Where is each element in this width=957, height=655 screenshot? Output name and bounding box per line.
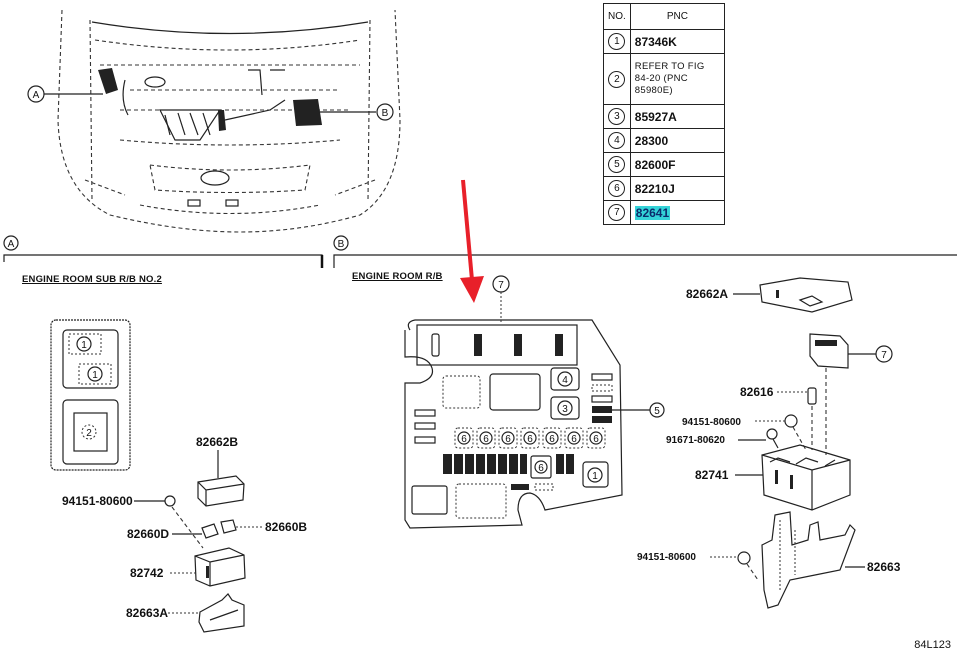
label-82662b: 82662B: [196, 435, 238, 449]
part-82663a-bracket: [168, 593, 245, 633]
car-front-overview: [57, 9, 401, 233]
svg-text:2: 2: [86, 428, 92, 439]
svg-text:6: 6: [505, 434, 511, 445]
svg-text:B: B: [382, 108, 389, 119]
svg-text:6: 6: [549, 434, 555, 445]
row-pnc: 28300: [629, 128, 726, 153]
table-row-highlighted: 7 82641: [603, 200, 726, 225]
highlighted-pnc: 82641: [634, 205, 671, 220]
table-row: 2 REFER TO FIG 84-20 (PNC 85980E): [603, 53, 726, 105]
fuse-strip: [443, 454, 574, 474]
row-number: 1: [608, 33, 626, 50]
callout-b: B: [316, 103, 394, 121]
label-82660b: 82660B: [265, 520, 307, 534]
svg-text:A: A: [33, 90, 40, 101]
part-82616-fuse: [777, 387, 817, 450]
label-82616: 82616: [740, 385, 774, 399]
label-82663a: 82663A: [126, 606, 168, 620]
row-pnc: 85927A: [629, 104, 726, 129]
header-pnc: PNC: [629, 3, 726, 30]
table-row: 1 87346K: [603, 29, 726, 54]
part-91671-bolt: [738, 428, 779, 449]
row-number: 2: [608, 70, 626, 88]
table-row: 4 28300: [603, 128, 726, 153]
svg-text:6: 6: [461, 434, 467, 445]
row-number: 7: [608, 204, 626, 221]
table-row: 5 82600F: [603, 152, 726, 177]
row-number: 5: [608, 156, 626, 173]
svg-text:A: A: [8, 239, 15, 250]
row-number: 4: [608, 132, 626, 149]
label-82742: 82742: [130, 566, 164, 580]
svg-text:6: 6: [593, 434, 599, 445]
label-94151-80600-b2: 94151-80600: [637, 552, 696, 563]
callout-7-layout: 7: [492, 275, 510, 324]
row-pnc: 82600F: [629, 152, 726, 177]
part-82662b-relay-cover: [197, 450, 245, 507]
part-82663-bracket: [761, 511, 865, 609]
svg-text:6: 6: [571, 434, 577, 445]
svg-text:4: 4: [562, 375, 568, 386]
row-pnc: 87346K: [629, 29, 726, 54]
callout-5: 5: [612, 402, 665, 418]
svg-text:3: 3: [562, 404, 568, 415]
svg-text:1: 1: [81, 340, 87, 351]
label-82663: 82663: [867, 560, 901, 574]
table-row: 6 82210J: [603, 176, 726, 201]
part-94151-bolt-a: [134, 495, 204, 549]
part-82641-relay: [809, 333, 849, 455]
fuse-row-6: 6 6 6 6 6 6 6: [454, 427, 606, 449]
row-pnc: 82210J: [629, 176, 726, 201]
header-no: NO.: [603, 3, 631, 30]
label-82662a: 82662A: [686, 287, 728, 301]
svg-text:1: 1: [92, 370, 98, 381]
label-91671-80620: 91671-80620: [666, 435, 725, 446]
section-b-title: ENGINE ROOM R/B: [352, 271, 443, 282]
svg-text:B: B: [338, 239, 345, 250]
red-annotation-arrow: [460, 179, 484, 303]
label-94151-80600-b1: 94151-80600: [682, 417, 741, 428]
sub-relay-block-layout: 1 1 2: [50, 319, 131, 471]
part-94151-bolt-b2: [710, 551, 759, 581]
section-a-title: ENGINE ROOM SUB R/B NO.2: [22, 274, 162, 285]
part-94151-bolt-b1: [755, 414, 807, 451]
svg-text:6: 6: [483, 434, 489, 445]
svg-text:6: 6: [527, 434, 533, 445]
part-82662a-cover: [733, 277, 853, 313]
table-row: 3 85927A: [603, 104, 726, 129]
row-pnc: REFER TO FIG 84-20 (PNC 85980E): [629, 53, 726, 105]
part-82660b-relay: [220, 519, 264, 534]
label-94151-80600-a: 94151-80600: [62, 494, 133, 508]
pnc-table: NO. PNC 1 87346K 2 REFER TO FIG 84-20 (P…: [603, 3, 726, 225]
svg-text:5: 5: [654, 406, 660, 417]
svg-text:6: 6: [538, 463, 544, 474]
svg-text:7: 7: [498, 280, 504, 291]
callout-a: A: [27, 85, 103, 103]
figure-code: 84L123: [914, 639, 951, 651]
svg-text:1: 1: [592, 471, 598, 482]
label-82660d: 82660D: [127, 527, 169, 541]
label-82741: 82741: [695, 468, 729, 482]
svg-text:7: 7: [881, 350, 887, 361]
part-82742-block: [170, 547, 246, 587]
section-b-header: B: [333, 235, 957, 268]
part-82660d-relay: [172, 523, 219, 539]
row-number: 3: [608, 108, 626, 125]
relay-block-layout: 4 3 6 6 6 6 6 6 6: [404, 319, 623, 529]
section-a-header: A: [3, 235, 324, 268]
part-82741-block: [735, 444, 851, 511]
callout-7-part: 7: [848, 345, 893, 363]
pnc-table-header: NO. PNC: [603, 3, 726, 30]
row-number: 6: [608, 180, 626, 197]
